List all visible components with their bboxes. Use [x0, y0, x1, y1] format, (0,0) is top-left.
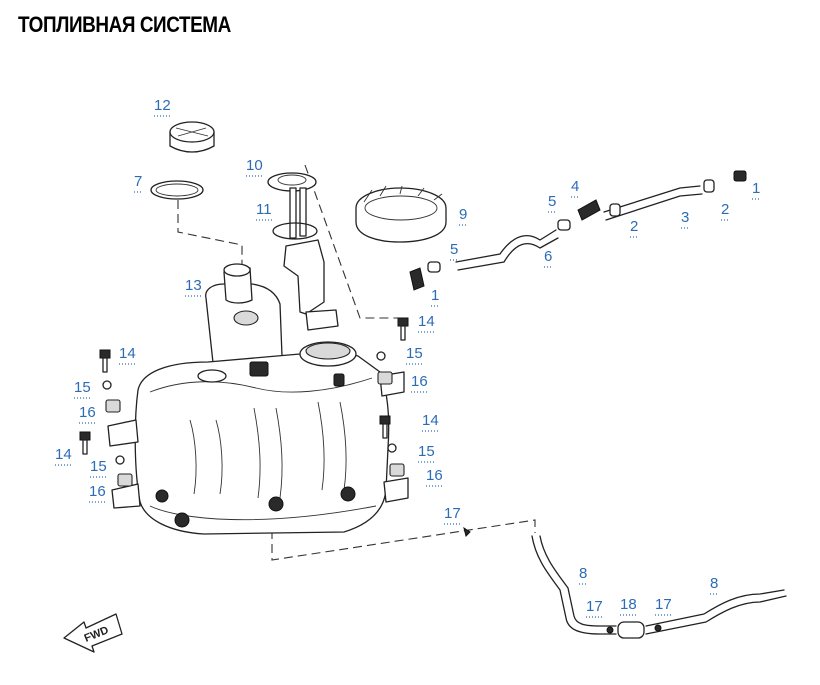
- callout-1: 1: [431, 287, 439, 304]
- callout-16: 16: [426, 467, 443, 484]
- callout-10: 10: [246, 157, 263, 174]
- callout-17: 17: [655, 596, 672, 613]
- callout-16: 16: [411, 373, 428, 390]
- callout-14: 14: [119, 345, 136, 362]
- callout-1: 1: [752, 180, 760, 197]
- callout-13: 13: [185, 277, 202, 294]
- page-title: ТОПЛИВНАЯ СИСТЕМА: [18, 12, 231, 37]
- callout-2: 2: [630, 218, 638, 235]
- fuel-tank: [107, 263, 409, 535]
- callout-17: 17: [586, 598, 603, 615]
- callout-2: 2: [721, 201, 729, 218]
- callout-16: 16: [79, 404, 96, 421]
- mounting-hardware: [79, 317, 409, 487]
- callout-11: 11: [256, 201, 272, 218]
- callout-14: 14: [418, 313, 435, 330]
- callout-6: 6: [544, 248, 552, 265]
- hose-fittings: [409, 170, 747, 291]
- fuel-cap: [169, 121, 215, 153]
- callout-4: 4: [571, 178, 579, 195]
- callout-5: 5: [548, 193, 556, 210]
- callout-18: 18: [620, 596, 637, 613]
- callout-8: 8: [579, 565, 587, 582]
- cap-gasket: [150, 180, 204, 200]
- callout-17: 17: [444, 505, 461, 522]
- callout-15: 15: [418, 443, 435, 460]
- callout-7: 7: [134, 173, 142, 190]
- callout-15: 15: [74, 379, 91, 396]
- callout-8: 8: [710, 575, 718, 592]
- assembly-lines: [177, 164, 536, 561]
- callout-15: 15: [90, 458, 107, 475]
- callout-16: 16: [89, 483, 106, 500]
- callout-14: 14: [422, 412, 439, 429]
- fuel-pump: [267, 172, 339, 331]
- callout-9: 9: [459, 206, 467, 223]
- callout-12: 12: [154, 97, 171, 114]
- fuel-line: [463, 526, 787, 639]
- callout-15: 15: [406, 345, 423, 362]
- callout-labels: 12 7 10 11 13 9 5 1 6 5 4 2 3 2 1 14 15 …: [55, 97, 761, 618]
- callout-5: 5: [450, 241, 458, 258]
- forward-arrow: FWD: [63, 613, 123, 653]
- lock-ring: [355, 185, 447, 243]
- callout-14: 14: [55, 446, 72, 463]
- callout-3: 3: [681, 209, 689, 226]
- vent-hoses: [455, 185, 703, 271]
